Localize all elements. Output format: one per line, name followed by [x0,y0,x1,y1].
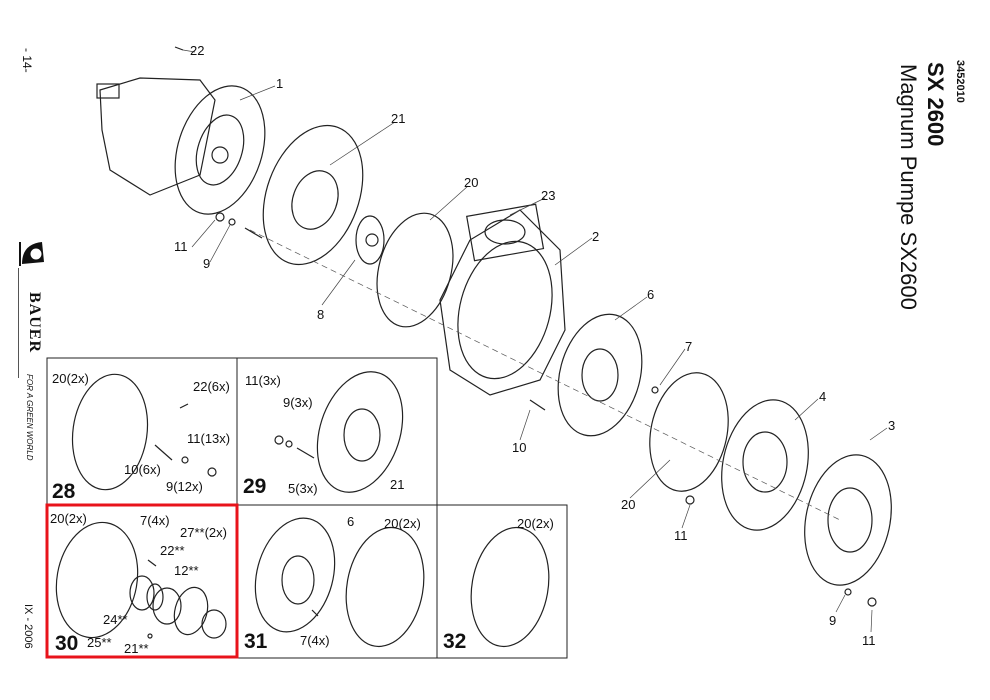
kit-31-label: 7(4x) [300,633,330,648]
kit-31-label: 20(2x) [384,516,421,531]
pump-casing [439,203,566,396]
kit-30-label: 7(4x) [140,513,170,528]
suction-flange [804,454,892,586]
kit-30-label: 12** [174,563,199,578]
shaft-seal [355,215,385,265]
kit-28-label: 11(13x) [187,431,230,446]
wear-plate [262,124,364,266]
kit-30-label: 27**(2x) [180,525,227,540]
kit-30-label: 24** [103,612,128,627]
kit-29-label: 11(3x) [245,373,281,388]
kit-30: 20(2x) 7(4x) 27**(2x) 22** 12** 24** 25*… [50,511,227,656]
kit-30-label: 22** [160,543,185,558]
kit-32: 20(2x) 32 [443,516,554,653]
label-21: 21 [391,111,405,126]
kit-28: 20(2x) 22(6x) 11(13x) 10(6x) 9(12x) 28 [52,371,230,503]
kit-29-label: 21 [390,477,404,492]
label-9b: 9 [829,613,836,628]
kit-28-label: 9(12x) [166,479,203,494]
kit-29-label: 5(3x) [288,481,318,496]
label-4: 4 [819,389,826,404]
label-22: 22 [190,43,204,58]
logo-rule [18,268,19,378]
bauer-logo-icon [18,238,48,268]
label-3: 3 [888,418,895,433]
kit-32-number: 32 [443,630,466,653]
kit-31-label: 6 [347,514,354,529]
kit-32-label: 20(2x) [517,516,554,531]
bearing-housing [96,77,266,215]
kit-28-label: 22(6x) [193,379,230,394]
label-2: 2 [592,229,599,244]
kit-28-label: 20(2x) [52,371,89,386]
label-11b: 11 [674,528,688,543]
kit-29-label: 9(3x) [283,395,313,410]
kit-30-highlight [45,503,239,659]
kit-28-label: 10(6x) [124,462,161,477]
kit-30-label: 21** [124,641,149,656]
kit-30-number: 30 [55,632,78,655]
kit-30-label: 25** [87,635,112,650]
kit-29: 11(3x) 9(3x) 5(3x) 21 29 [243,371,404,498]
label-7: 7 [685,339,692,354]
label-9: 9 [203,256,210,271]
label-11: 11 [174,239,188,254]
kit-30-label: 20(2x) [50,511,87,526]
kit-31: 6 20(2x) 7(4x) 31 [244,514,425,653]
label-8: 8 [317,307,324,322]
label-20: 20 [464,175,478,190]
label-20b: 20 [621,497,635,512]
impeller [557,313,643,437]
label-11c: 11 [862,633,876,648]
label-1: 1 [276,76,283,91]
label-6: 6 [647,287,654,302]
kit-28-number: 28 [52,480,76,503]
label-23: 23 [541,188,555,203]
kit-31-number: 31 [244,630,268,653]
kit-29-number: 29 [243,475,266,498]
label-10: 10 [512,440,526,455]
suction-cover [721,399,809,531]
